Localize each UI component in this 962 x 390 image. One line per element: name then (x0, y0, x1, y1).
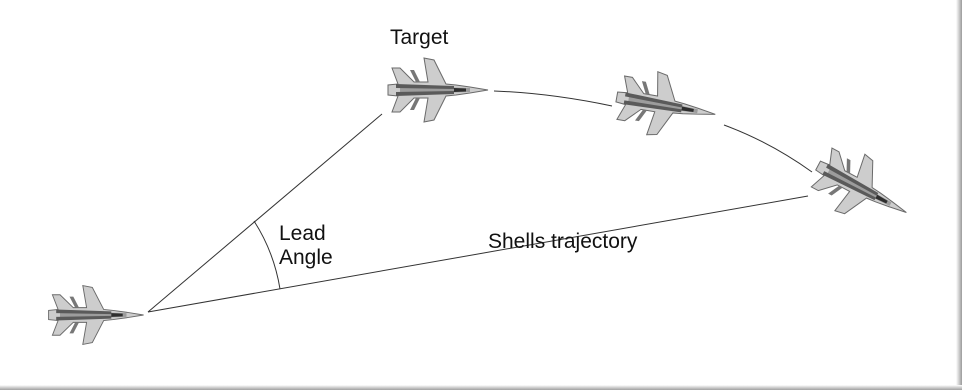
target-path-segment-1 (493, 90, 613, 107)
target-aircraft-midpath-icon (610, 64, 722, 147)
line-of-sight (147, 113, 383, 313)
shells-trajectory-label: Shells trajectory (488, 230, 638, 253)
target-label: Target (390, 26, 449, 49)
lead-angle-label-line1: Lead (279, 222, 326, 245)
lead-angle-label: Lead Angle (279, 222, 333, 270)
right-edge-shadow (956, 0, 962, 390)
target-aircraft-icon (387, 57, 489, 123)
target-path-segment-2 (723, 124, 813, 173)
bottom-edge-shadow (0, 385, 962, 390)
lead-angle-label-line2: Angle (279, 246, 333, 269)
target-aircraft-future-icon (802, 136, 922, 242)
shooter-aircraft-icon (48, 285, 145, 345)
lead-angle-arc (253, 220, 281, 290)
shells-trajectory-line (147, 195, 809, 313)
